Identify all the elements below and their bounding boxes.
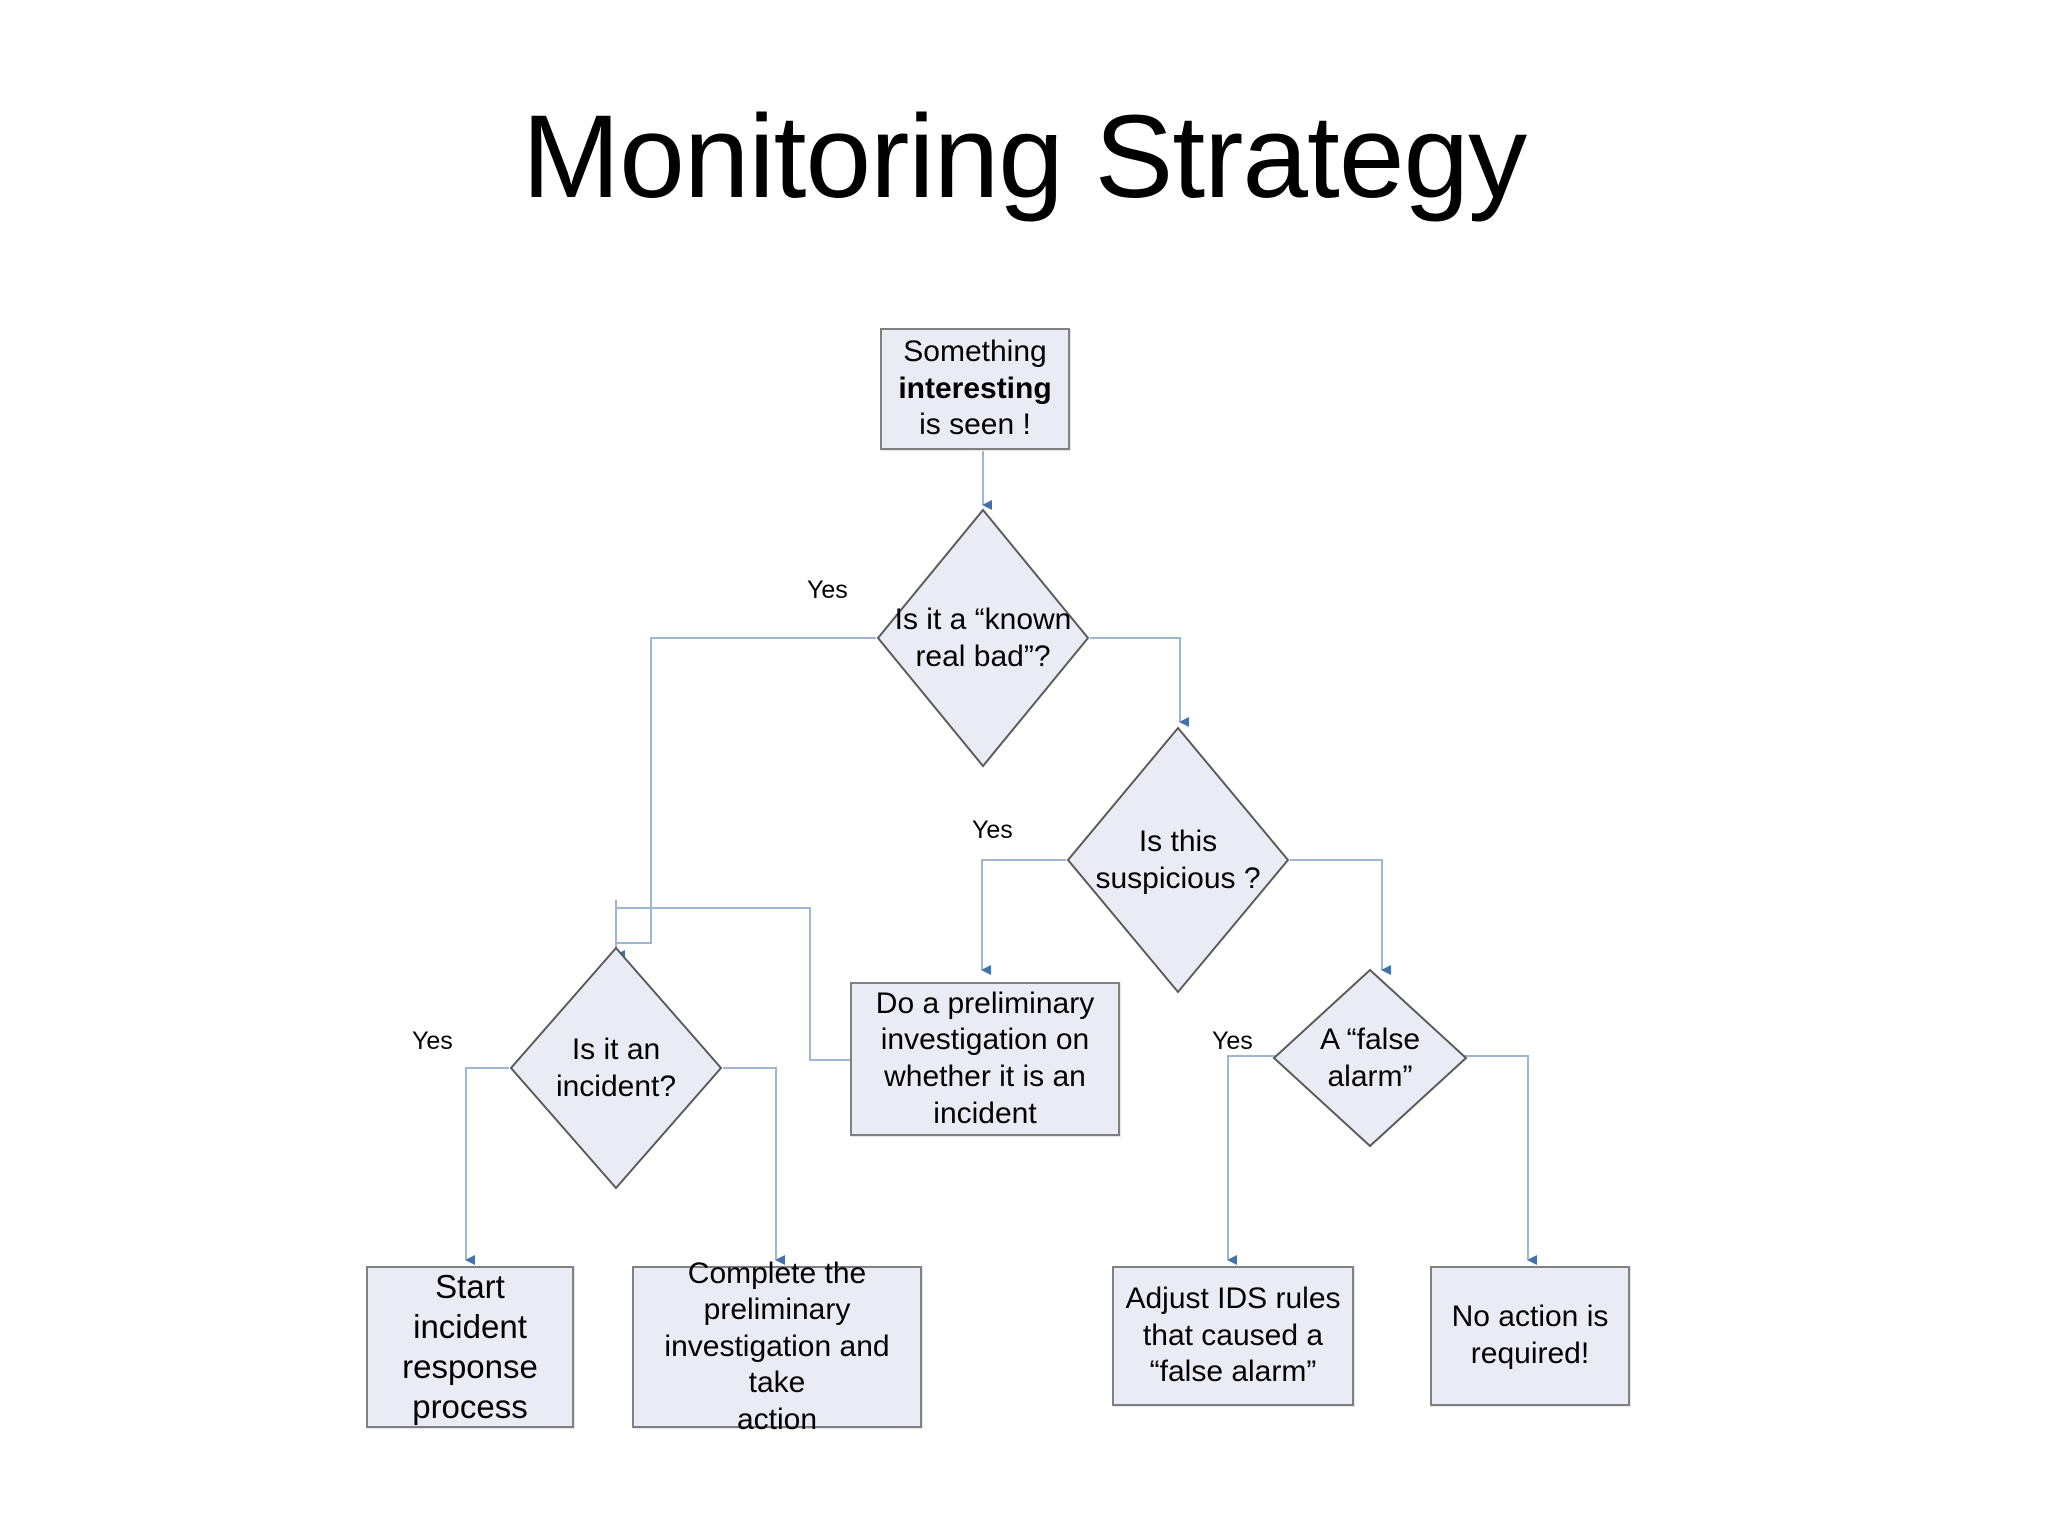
edge-is-suspicious-yes-to-prelim xyxy=(981,859,1066,975)
page-title: Monitoring Strategy xyxy=(521,91,1527,223)
node-line-2: required! xyxy=(1470,1337,1590,1370)
edge-label-is-incident-yes: Yes xyxy=(412,1027,453,1055)
node-is-it-a-known-real-bad[interactable]: Is it a “known real bad”? xyxy=(876,508,1090,768)
edge-known-real-bad-no-to-is-suspicious xyxy=(1090,637,1189,727)
node-line-1: Something xyxy=(903,335,1047,369)
node-something-interesting-is-seen[interactable]: Something interesting is seen ! xyxy=(880,328,1070,450)
node-text: Something interesting is seen ! xyxy=(890,332,1059,446)
edge-label-is-suspicious-yes: Yes xyxy=(972,816,1013,844)
node-text: Do a preliminary investigation on whethe… xyxy=(868,984,1102,1134)
node-text: No action is required! xyxy=(1444,1297,1617,1374)
node-is-this-suspicious[interactable]: Is this suspicious ? xyxy=(1066,726,1290,994)
node-line-1: Do a preliminary xyxy=(875,986,1095,1020)
node-line-3: “false alarm” xyxy=(1149,1355,1317,1389)
node-do-preliminary-investigation[interactable]: Do a preliminary investigation on whethe… xyxy=(850,982,1120,1136)
node-is-it-an-incident[interactable]: Is it an incident? xyxy=(509,946,723,1190)
edge-is-incident-yes-to-start-response xyxy=(465,1067,509,1265)
diamond-shape xyxy=(1272,968,1468,1148)
edge-label-known-real-bad-yes: Yes xyxy=(807,576,848,604)
node-line-1: Complete the xyxy=(687,1256,867,1290)
node-line-1: Start incident xyxy=(413,1267,527,1345)
node-line-2: that caused a xyxy=(1142,1318,1324,1352)
diamond-shape xyxy=(1066,726,1290,994)
edge-known-real-bad-yes-to-is-incident xyxy=(616,637,876,944)
edge-prelim-to-is-incident xyxy=(616,907,850,1061)
diamond-shape xyxy=(876,508,1090,768)
edge-is-suspicious-no-to-false-alarm xyxy=(1290,859,1391,975)
edge-is-incident-no-to-complete-prelim xyxy=(723,1067,785,1265)
node-line-4: incident xyxy=(933,1096,1037,1130)
node-a-false-alarm[interactable]: A “false alarm” xyxy=(1272,968,1468,1148)
node-complete-preliminary-investigation[interactable]: Complete the preliminary investigation a… xyxy=(632,1257,922,1436)
node-line-3: is seen ! xyxy=(919,408,1031,442)
node-line-1: No action is xyxy=(1451,1300,1609,1334)
diamond-shape xyxy=(509,946,723,1190)
node-text: Complete the preliminary investigation a… xyxy=(634,1254,920,1441)
edge-false-alarm-no-to-no-action xyxy=(1456,1055,1537,1265)
node-line-3: process xyxy=(412,1388,528,1426)
node-no-action-required[interactable]: No action is required! xyxy=(1430,1266,1630,1406)
node-adjust-ids-rules[interactable]: Adjust IDS rules that caused a “false al… xyxy=(1112,1266,1354,1406)
node-text: Adjust IDS rules that caused a “false al… xyxy=(1117,1279,1348,1393)
node-line-2: response xyxy=(402,1348,538,1385)
node-start-incident-response-process[interactable]: Start incident response process xyxy=(366,1266,574,1428)
node-line-3: whether it is an xyxy=(884,1060,1086,1093)
node-text: Start incident response process xyxy=(368,1265,572,1430)
node-line-1: Adjust IDS rules xyxy=(1125,1282,1341,1316)
node-line-3: investigation and take xyxy=(664,1329,890,1400)
edge-label-false-alarm-yes: Yes xyxy=(1212,1027,1253,1055)
node-line-2: interesting xyxy=(898,371,1052,405)
node-line-2: preliminary xyxy=(703,1293,851,1327)
node-line-2: investigation on xyxy=(880,1023,1090,1057)
node-line-4: action xyxy=(736,1402,818,1436)
